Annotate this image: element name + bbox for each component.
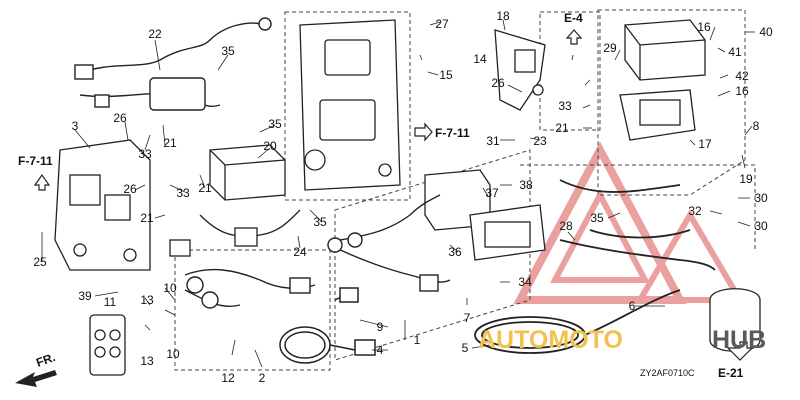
watermark-text: AUTOMOTO HUB	[478, 326, 766, 354]
callout-33-c: 33	[558, 99, 572, 113]
leader-lines	[41, 19, 755, 368]
panel-bracket	[299, 19, 401, 191]
callout-12: 12	[221, 371, 235, 385]
callout-38: 38	[519, 178, 533, 192]
ref-f-7-11-mid: F-7-11	[435, 126, 470, 140]
callout-26-b: 26	[123, 182, 137, 196]
watermark-logo	[513, 141, 746, 304]
callout-30-a: 30	[754, 191, 768, 205]
arrow-down-e21	[726, 341, 754, 361]
arrow-up-left	[33, 173, 51, 191]
callout-29: 29	[603, 41, 617, 55]
ref-e-21: E-21	[718, 366, 744, 380]
control-unit-20	[169, 144, 301, 257]
callout-15: 15	[439, 68, 453, 82]
callout-7: 7	[464, 311, 471, 325]
callout-21-d: 21	[555, 121, 569, 135]
callout-39: 39	[78, 289, 92, 303]
callout-17: 17	[698, 137, 712, 151]
callout-34: 34	[518, 275, 532, 289]
callout-9: 9	[377, 320, 384, 334]
callout-22: 22	[148, 27, 162, 41]
callout-5: 5	[462, 341, 469, 355]
diagram-code: ZY2AF0710C	[640, 368, 695, 378]
callout-16-a: 16	[697, 20, 711, 34]
harness-12	[184, 268, 316, 309]
fuse-box-40	[619, 19, 706, 141]
callout-37: 37	[485, 186, 499, 200]
callout-23: 23	[533, 134, 547, 148]
callout-4: 4	[377, 343, 384, 357]
part-callouts: 22 35 3 26 33 21 35 20 26 33 21 21 25 35…	[33, 9, 773, 385]
callout-13-a: 13	[140, 293, 154, 307]
callout-2: 2	[259, 371, 266, 385]
callout-26-c: 26	[491, 76, 505, 90]
watermark-part-b: HUB	[712, 326, 766, 354]
arrow-right-mid	[414, 122, 433, 142]
callout-35-d: 35	[590, 211, 604, 225]
callout-13-b: 13	[140, 354, 154, 368]
callout-33-a: 33	[138, 147, 152, 161]
callout-8: 8	[753, 119, 760, 133]
callout-31: 31	[486, 134, 500, 148]
callout-35-c: 35	[313, 215, 327, 229]
harness-7-wires	[327, 194, 451, 292]
cable-1-coil	[279, 287, 376, 364]
main-harness-22	[74, 17, 272, 111]
arrow-up-e4	[565, 29, 583, 45]
switch-plate-11	[89, 314, 126, 376]
callout-40: 40	[759, 25, 773, 39]
callout-19: 19	[739, 172, 753, 186]
callout-21-c: 21	[140, 211, 154, 225]
callout-1: 1	[414, 333, 421, 347]
callout-11: 11	[104, 295, 117, 309]
callout-32: 32	[688, 204, 702, 218]
callout-28: 28	[559, 219, 573, 233]
section-refs: F-7-11 F-7-11 E-4 E-21	[18, 11, 744, 380]
callout-36: 36	[448, 245, 462, 259]
callout-33-b: 33	[176, 186, 190, 200]
solenoid	[709, 288, 761, 352]
callout-41: 41	[728, 45, 742, 59]
callout-35-a: 35	[221, 44, 235, 58]
callout-3: 3	[72, 119, 79, 133]
ref-arrows	[33, 29, 754, 361]
fr-label: FR.	[34, 350, 57, 370]
callout-30-b: 30	[754, 219, 768, 233]
callout-35-b: 35	[268, 117, 282, 131]
callout-24: 24	[293, 245, 307, 259]
ref-f-7-11-left: F-7-11	[18, 154, 53, 168]
callout-10-a: 10	[163, 281, 177, 295]
bracket-18	[494, 29, 546, 111]
callout-10-b: 10	[166, 347, 180, 361]
ref-e-4: E-4	[564, 11, 583, 25]
callout-6: 6	[629, 299, 636, 313]
battery-cables	[474, 179, 716, 354]
callout-42: 42	[735, 69, 749, 83]
callout-25: 25	[33, 255, 47, 269]
callout-14: 14	[473, 52, 487, 66]
callout-27: 27	[435, 17, 449, 31]
callout-21-b: 21	[198, 181, 212, 195]
callout-18: 18	[496, 9, 510, 23]
bracket-3	[54, 139, 151, 271]
callout-20: 20	[263, 139, 277, 153]
assembly-outlines	[174, 9, 756, 371]
callout-26-a: 26	[113, 111, 127, 125]
callout-21-a: 21	[163, 136, 177, 150]
module-7	[424, 169, 546, 261]
watermark-part-a: AUTOMOTO	[478, 326, 623, 354]
callout-16-b: 16	[735, 84, 749, 98]
fr-direction-arrow: FR.	[15, 350, 57, 387]
